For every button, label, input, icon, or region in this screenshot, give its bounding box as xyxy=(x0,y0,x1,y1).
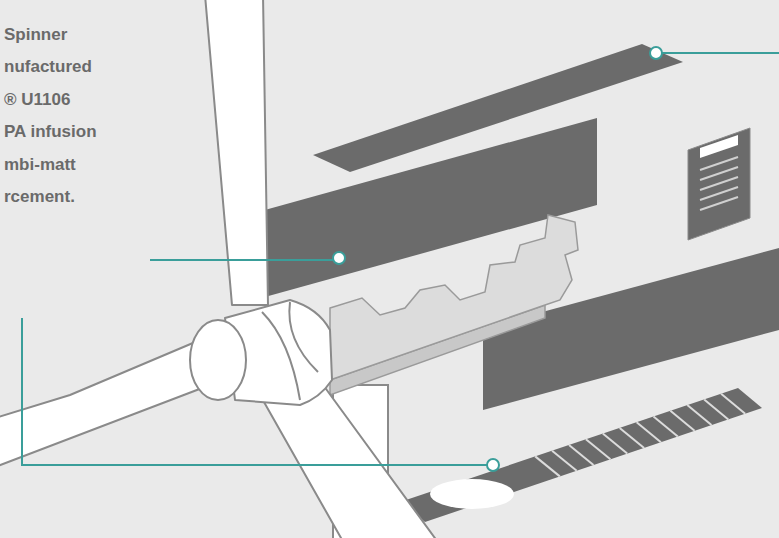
callout-text: mbi-matt xyxy=(4,155,76,175)
leader-lines xyxy=(22,53,779,465)
top-panel xyxy=(313,44,683,172)
document-icon xyxy=(688,128,750,240)
callout-text: rcement. xyxy=(4,187,75,207)
callout-text: PA infusion xyxy=(4,122,97,142)
rotor xyxy=(0,0,440,538)
leader-dots xyxy=(333,47,662,471)
callout-text: nufactured xyxy=(4,57,92,77)
callout-text: Spinner xyxy=(4,25,67,45)
hatched-panel xyxy=(400,388,762,522)
callout-text: ® U1106 xyxy=(4,90,70,110)
nacelle-body xyxy=(330,215,578,395)
